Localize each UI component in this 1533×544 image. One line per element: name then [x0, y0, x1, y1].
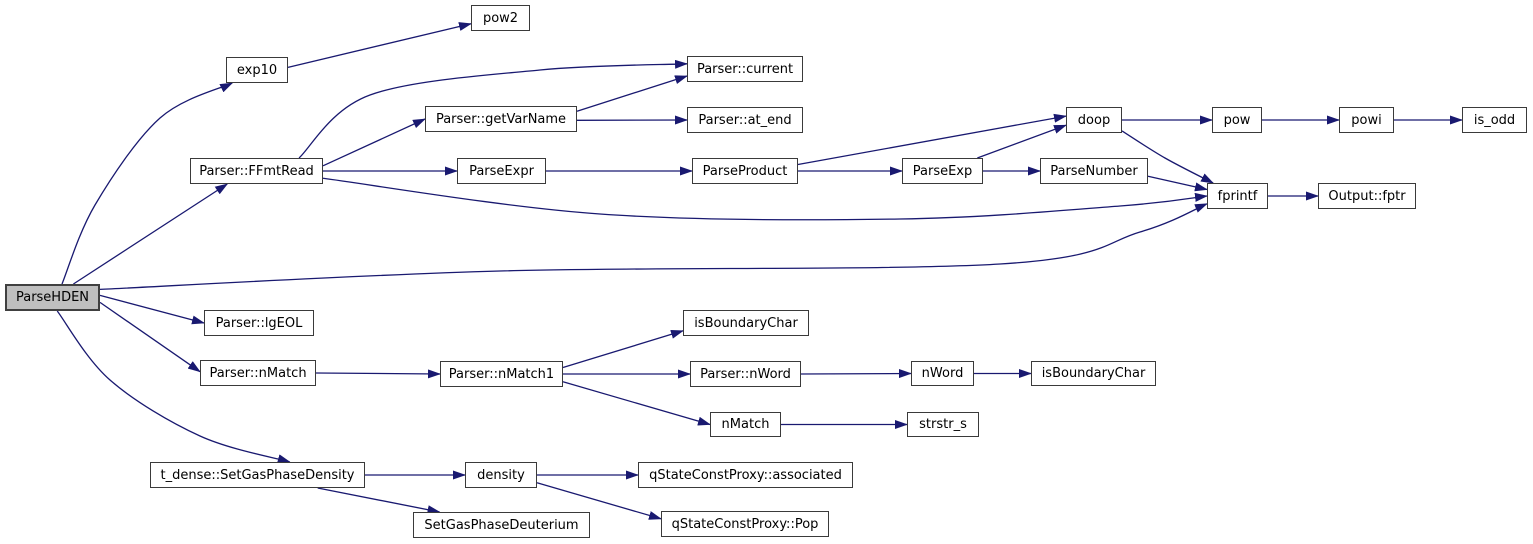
edge-parser-ffmtread-to-parser-current — [298, 59, 688, 159]
node-pow2[interactable]: pow2 — [471, 5, 530, 31]
node-parser-nword[interactable]: Parser::nWord — [690, 361, 801, 387]
node-isboundarychar2[interactable]: isBoundaryChar — [1031, 361, 1156, 386]
node-pow[interactable]: pow — [1212, 107, 1262, 133]
edge-doop-to-fprintf — [1121, 130, 1214, 184]
node-parsehden[interactable]: ParseHDEN — [5, 284, 100, 311]
node-powi[interactable]: powi — [1339, 107, 1394, 133]
node-doop[interactable]: doop — [1066, 107, 1122, 133]
node-setgasphasedeuterium[interactable]: SetGasPhaseDeuterium — [413, 512, 590, 538]
node-nword[interactable]: nWord — [911, 361, 974, 386]
edge-parsehden-to-parser-ffmtread — [73, 183, 229, 285]
node-output-fptr[interactable]: Output::fptr — [1318, 183, 1416, 209]
edge-parsehden-to-fprintf — [99, 203, 1208, 291]
node-qstateconstproxy-associated[interactable]: qStateConstProxy::associated — [638, 462, 853, 488]
node-parseexpr[interactable]: ParseExpr — [457, 158, 546, 184]
node-parsenumber[interactable]: ParseNumber — [1040, 158, 1148, 184]
node-parser-getvarname[interactable]: Parser::getVarName — [425, 106, 577, 132]
edge-parser-nword-to-nword — [800, 369, 912, 379]
edge-density-to-qstateconstproxy-pop — [536, 482, 662, 520]
edge-parser-ffmtread-to-parser-getvarname — [322, 118, 426, 167]
edge-parsehden-to-t-dense-setgasphasedensity — [56, 310, 291, 463]
node-parser-ffmtread[interactable]: Parser::FFmtRead — [190, 158, 323, 184]
edge-exp10-to-pow2 — [287, 22, 472, 69]
node-parser-at-end[interactable]: Parser::at_end — [687, 107, 803, 133]
edge-parsehden-to-parser-lgeol — [99, 294, 205, 325]
node-parser-nmatch1[interactable]: Parser::nMatch1 — [440, 361, 563, 387]
node-parser-lgeol[interactable]: Parser::lgEOL — [204, 310, 314, 336]
node-t-dense-setgasphasedensity[interactable]: t_dense::SetGasPhaseDensity — [150, 462, 365, 488]
node-density[interactable]: density — [465, 462, 537, 488]
edge-t-dense-setgasphasedensity-to-setgasphasedeuterium — [317, 487, 441, 515]
edge-parseexp-to-doop — [977, 124, 1067, 159]
node-isboundarychar1[interactable]: isBoundaryChar — [683, 310, 809, 336]
edge-parsenumber-to-fprintf — [1147, 175, 1208, 192]
node-strstr-s[interactable]: strstr_s — [907, 412, 979, 437]
node-fprintf[interactable]: fprintf — [1207, 183, 1268, 209]
node-parseproduct[interactable]: ParseProduct — [692, 158, 798, 184]
edge-parser-nmatch-to-parser-nmatch1 — [315, 369, 441, 379]
edge-parser-ffmtread-to-fprintf — [322, 177, 1208, 221]
edge-parsehden-to-parser-nmatch — [99, 301, 201, 373]
node-parseexp[interactable]: ParseExp — [902, 158, 983, 184]
node-exp10[interactable]: exp10 — [226, 57, 288, 83]
edge-parsehden-to-exp10 — [61, 82, 234, 285]
edge-parser-nmatch1-to-nmatch — [562, 381, 711, 426]
edge-parser-getvarname-to-parser-current — [576, 75, 688, 112]
edge-parser-nmatch1-to-isboundarychar1 — [562, 330, 684, 369]
edge-parseproduct-to-doop — [797, 113, 1067, 166]
node-qstateconstproxy-pop[interactable]: qStateConstProxy::Pop — [661, 511, 829, 537]
node-parser-current[interactable]: Parser::current — [687, 56, 803, 82]
node-parser-nmatch[interactable]: Parser::nMatch — [200, 360, 316, 386]
node-is-odd[interactable]: is_odd — [1462, 107, 1527, 133]
node-nmatch[interactable]: nMatch — [710, 412, 781, 437]
